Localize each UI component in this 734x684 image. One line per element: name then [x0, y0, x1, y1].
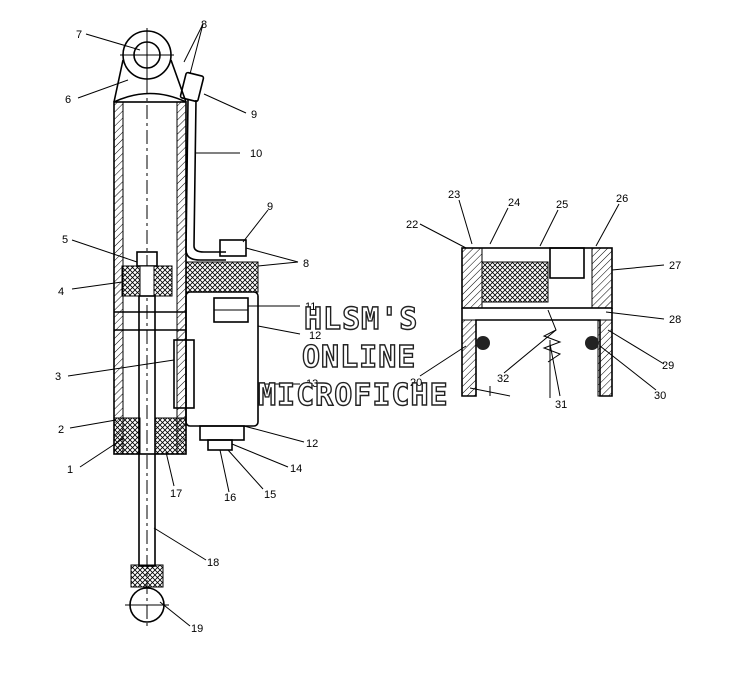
shock-body — [113, 28, 195, 630]
callout-24: 24 — [508, 197, 520, 209]
watermark-line-3: MICROFICHE — [257, 377, 449, 413]
callout-8b: 8 — [303, 258, 309, 270]
callout-23: 23 — [448, 189, 460, 201]
callout-3: 3 — [55, 371, 61, 383]
callout-16: 16 — [224, 492, 236, 504]
callout-9b: 9 — [267, 201, 273, 213]
callout-7: 7 — [76, 29, 82, 41]
callout-31: 31 — [555, 399, 567, 411]
callout-22: 22 — [406, 219, 418, 231]
callout-30: 30 — [654, 390, 666, 402]
callout-29: 29 — [662, 360, 674, 372]
callout-20: 20 — [410, 377, 422, 389]
callout-27: 27 — [669, 260, 681, 272]
watermark-line-1: HLSM'S — [303, 301, 419, 337]
callout-labels: 1 2 3 4 5 6 7 8 9 10 9 8 11 12 13 12 14 … — [55, 19, 681, 635]
callout-18: 18 — [207, 557, 219, 569]
callout-32: 32 — [497, 373, 509, 385]
callout-12: 12 — [309, 330, 321, 342]
detail-section — [461, 247, 613, 398]
callout-28: 28 — [669, 314, 681, 326]
watermark-line-2: ONLINE — [301, 339, 417, 375]
callout-10: 10 — [250, 148, 262, 160]
callout-6: 6 — [65, 94, 71, 106]
callout-9: 9 — [251, 109, 257, 121]
callout-12b: 12 — [306, 438, 318, 450]
callout-19: 19 — [191, 623, 203, 635]
callout-8: 8 — [201, 19, 207, 31]
callout-1: 1 — [67, 464, 73, 476]
callout-2: 2 — [58, 424, 64, 436]
callout-17: 17 — [170, 488, 182, 500]
callout-13: 13 — [306, 378, 318, 390]
callout-25: 25 — [556, 199, 568, 211]
callout-4: 4 — [58, 286, 64, 298]
reservoir — [185, 261, 259, 451]
callout-15: 15 — [264, 489, 276, 501]
leader-lines — [67, 23, 665, 627]
hose-assembly — [179, 71, 247, 261]
callout-26: 26 — [616, 193, 628, 205]
callout-5: 5 — [62, 234, 68, 246]
callout-14: 14 — [290, 463, 302, 475]
callout-11: 11 — [305, 301, 316, 313]
